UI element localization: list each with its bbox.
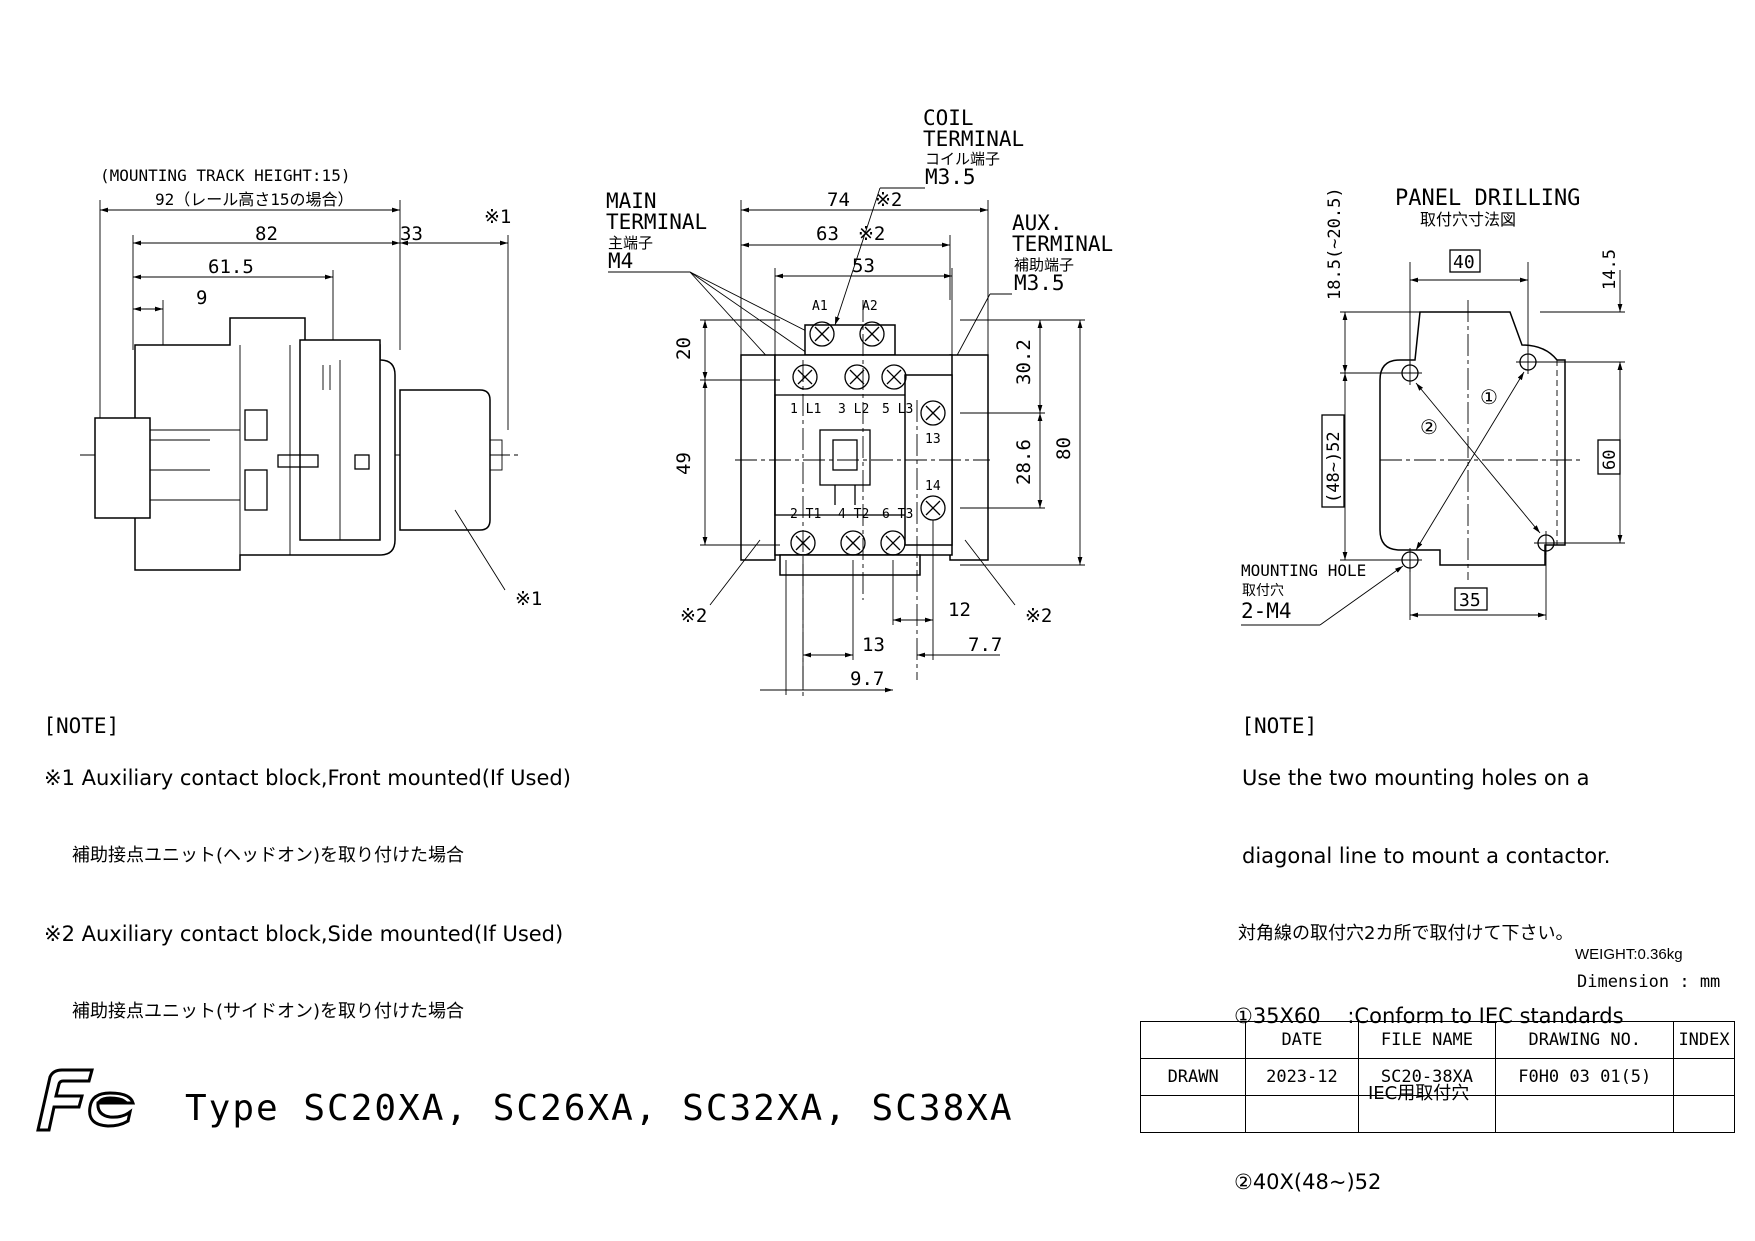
title-block: DATE FILE NAME DRAWING NO. INDEX DRAWN 2… (1139, 1021, 1735, 1133)
dim-35-label: 35 (1459, 590, 1481, 611)
dim-82-label: 82 (255, 223, 278, 245)
note-left-line-2-jp: 補助接点ユニット(サイドオン)を取り付けた場合 (72, 1001, 465, 1022)
panel-drilling-title: PANEL DRILLING (1395, 186, 1580, 211)
terminal-label-l3: 5 L3 (882, 402, 913, 417)
dim-74-label: 74 (827, 189, 850, 211)
dim-9-label: 9 (196, 287, 207, 309)
note-right: [NOTE] Use the two mounting holes on a d… (1228, 687, 1624, 1221)
mark-1-top: ※1 (484, 206, 511, 228)
dim-53-label: 53 (852, 255, 875, 277)
dim-18-5-label: 18.5(~20.5) (1325, 187, 1345, 300)
note-left-line-1-jp: 補助接点ユニット(ヘッドオン)を取り付けた場合 (72, 845, 465, 866)
title-block-blank-cell (1139, 1095, 1247, 1133)
note-left-line-2: ※2 Auxiliary contact block,Side mounted(… (44, 922, 564, 946)
dim-48-52-label: (48~)52 (1324, 431, 1344, 503)
panel-drilling-view: PANEL DRILLING 取付穴寸法図 ① ② (1241, 186, 1625, 626)
title-block-blank-cell (1495, 1095, 1675, 1133)
note-right-heading: [NOTE] (1241, 714, 1318, 738)
track-height-note: (MOUNTING TRACK HEIGHT:15) (100, 166, 350, 185)
aux-terminal-label-1: AUX. (1012, 211, 1063, 235)
mounting-hole-tr (1516, 350, 1540, 374)
dim-40-label: 40 (1453, 252, 1475, 273)
fe-logo (36, 1068, 136, 1132)
title-block-date: 2023-12 (1245, 1058, 1359, 1096)
title-block-header-date: DATE (1245, 1021, 1359, 1059)
units-label: Dimension : mm (1577, 972, 1721, 992)
terminal-label-l1: 1 L1 (790, 402, 821, 417)
panel-drilling-title-jp: 取付穴寸法図 (1420, 210, 1516, 229)
circle-2-label: ② (1420, 415, 1438, 439)
side-view: (MOUNTING TRACK HEIGHT:15) 92（レール高さ15の場合… (80, 166, 542, 610)
title-block-file-name: SC20-38XA (1357, 1058, 1497, 1096)
main-terminal-label-2: TERMINAL (606, 210, 707, 234)
weight-label: WEIGHT:0.36kg (1575, 946, 1683, 963)
type-label: Type SC20XA, SC26XA, SC32XA, SC38XA (185, 1088, 1014, 1129)
title-block-blank-row (1139, 1095, 1735, 1133)
coil-terminal-label-1: COIL (923, 106, 974, 130)
terminal-label-t3: 6 T3 (882, 507, 913, 522)
terminal-label-t2: 4 T2 (838, 507, 869, 522)
title-block-blank-cell (1673, 1095, 1735, 1133)
terminal-label-t1: 2 T1 (790, 507, 821, 522)
aux-terminal-size: M3.5 (1014, 271, 1065, 295)
mark-2-right: ※2 (1025, 605, 1052, 627)
title-block-header-row: DATE FILE NAME DRAWING NO. INDEX (1139, 1021, 1735, 1059)
title-block-empty-cell (1139, 1021, 1247, 1059)
circle-1-label: ① (1480, 385, 1498, 409)
dim-14-5-label: 14.5 (1600, 249, 1620, 290)
coil-terminal-size: M3.5 (925, 165, 976, 189)
title-block-drawing-no: F0H0 03 01(5) (1495, 1058, 1675, 1096)
dim-80-label: 80 (1053, 437, 1075, 460)
note-right-line-1: Use the two mounting holes on a (1242, 766, 1590, 790)
dim-60-label: 60 (1600, 450, 1620, 470)
mark-1-bottom: ※1 (515, 588, 542, 610)
aux-terminal-label-2: TERMINAL (1012, 232, 1113, 256)
main-terminal-size: M4 (608, 249, 633, 273)
main-terminal-label-jp: 主端子 (608, 234, 653, 252)
title-block-drawn-row: DRAWN 2023-12 SC20-38XA F0H0 03 01(5) (1139, 1058, 1735, 1096)
dim-33-label: 33 (400, 223, 423, 245)
mounting-hole-size: 2-M4 (1241, 599, 1292, 623)
dim-28-6-label: 28.6 (1013, 439, 1035, 485)
dim-61-5-label: 61.5 (208, 256, 254, 278)
coil-label-a2: A2 (862, 299, 878, 314)
title-block-header-drawing: DRAWING NO. (1495, 1021, 1675, 1059)
note-right-line-2-jp: 対角線の取付穴2カ所で取付けて下さい。 (1238, 923, 1574, 944)
terminal-label-l2: 3 L2 (838, 402, 869, 417)
title-block-row-label: DRAWN (1139, 1058, 1247, 1096)
title-block-blank-cell (1245, 1095, 1359, 1133)
note-left-line-1: ※1 Auxiliary contact block,Front mounted… (44, 766, 571, 790)
mark-2-mid: ※2 (858, 223, 885, 245)
dim-7-7-label: 7.7 (968, 634, 1002, 656)
dim-63-label: 63 (816, 223, 839, 245)
note-right-std-2: ②40X(48~)52 (1234, 1170, 1382, 1194)
coil-label-a1: A1 (812, 299, 828, 314)
dim-13-label: 13 (862, 634, 885, 656)
mark-2-top: ※2 (875, 189, 902, 211)
front-view: COIL TERMINAL コイル端子 M3.5 MAIN TERMINAL 主… (606, 106, 1113, 700)
main-terminal-label-1: MAIN (606, 189, 657, 213)
dim-9-7-label: 9.7 (850, 668, 884, 690)
dim-12-label: 12 (948, 599, 971, 621)
title-block-blank-cell (1357, 1095, 1497, 1133)
note-left: [NOTE] ※1 Auxiliary contact block,Front … (30, 687, 571, 1051)
aux-terminal-label-jp: 補助端子 (1014, 256, 1074, 274)
coil-terminal-label-jp: コイル端子 (925, 150, 1000, 168)
dim-49-label: 49 (673, 452, 695, 475)
mounting-hole-label: MOUNTING HOLE (1241, 561, 1366, 580)
note-left-heading: [NOTE] (43, 714, 120, 738)
dim-30-2-label: 30.2 (1013, 339, 1035, 385)
coil-terminal-label-2: TERMINAL (923, 127, 1024, 151)
mounting-hole-label-jp: 取付穴 (1242, 583, 1284, 599)
aux-label-13: 13 (925, 432, 941, 447)
aux-label-14: 14 (925, 479, 941, 494)
title-block-header-file: FILE NAME (1357, 1021, 1497, 1059)
title-block-index (1673, 1058, 1735, 1096)
mark-2-left: ※2 (680, 605, 707, 627)
note-right-line-2: diagonal line to mount a contactor. (1242, 844, 1611, 868)
title-block-header-index: INDEX (1673, 1021, 1735, 1059)
dim-20-label: 20 (673, 337, 695, 360)
dim-92-label: 92（レール高さ15の場合） (155, 190, 354, 209)
